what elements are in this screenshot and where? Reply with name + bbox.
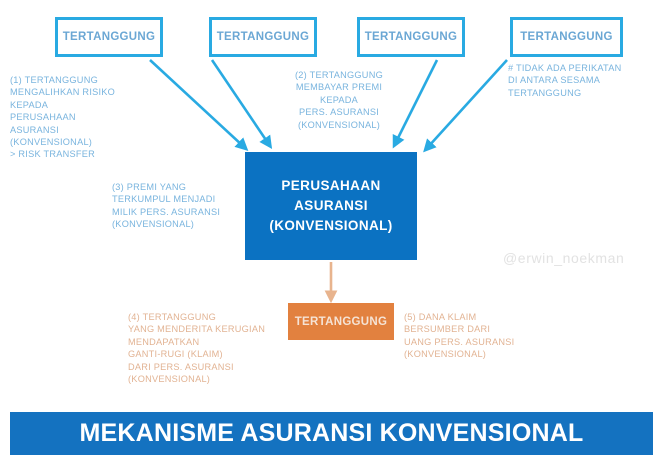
company-box-line-3: (KONVENSIONAL) [269, 218, 393, 233]
title-banner: MEKANISME ASURANSI KONVENSIONAL [10, 412, 653, 455]
caption-step-1: (1) TERTANGGUNG MENGALIHKAN RISIKO KEPAD… [10, 75, 116, 160]
caption-step-3: (3) PREMI YANG TERKUMPUL MENJADI MILIK P… [112, 182, 221, 230]
claim-box-insured-label: TERTANGGUNG [294, 315, 388, 328]
top-box-insured-4-label: TERTANGGUNG [520, 31, 613, 43]
company-box-line-1: PERUSAHAAN [281, 178, 381, 193]
caption-step-2: (2) TERTANGGUNG MEMBAYAR PREMI KEPADA PE… [295, 70, 383, 130]
arrow-insured4-to-company [423, 59, 508, 153]
top-box-insured-3[interactable]: TERTANGGUNG [357, 17, 465, 57]
page-title: MEKANISME ASURANSI KONVENSIONAL [79, 419, 584, 447]
caption-step-5: (5) DANA KLAIM BERSUMBER DARI UANG PERS.… [404, 312, 515, 360]
caption-note-no-contract: # TIDAK ADA PERIKATAN DI ANTARA SESAMA T… [508, 63, 622, 98]
watermark: @erwin_noekman [503, 250, 625, 266]
arrow-insured1-to-company [149, 59, 249, 151]
company-box[interactable]: PERUSAHAAN ASURANSI (KONVENSIONAL) [245, 152, 417, 260]
caption-step-4: (4) TERTANGGUNG YANG MENDERITA KERUGIAN … [128, 312, 266, 385]
company-box-line-2: ASURANSI [294, 198, 368, 213]
top-box-insured-1[interactable]: TERTANGGUNG [55, 17, 163, 57]
top-box-insured-2-label: TERTANGGUNG [216, 31, 310, 43]
top-box-insured-4[interactable]: TERTANGGUNG [510, 17, 623, 57]
top-box-insured-3-label: TERTANGGUNG [364, 31, 458, 43]
top-box-insured-1-label: TERTANGGUNG [62, 31, 156, 43]
top-box-insured-2[interactable]: TERTANGGUNG [209, 17, 317, 57]
arrow-insured2-to-company [210, 59, 273, 150]
claim-box-insured[interactable]: TERTANGGUNG [288, 303, 394, 340]
